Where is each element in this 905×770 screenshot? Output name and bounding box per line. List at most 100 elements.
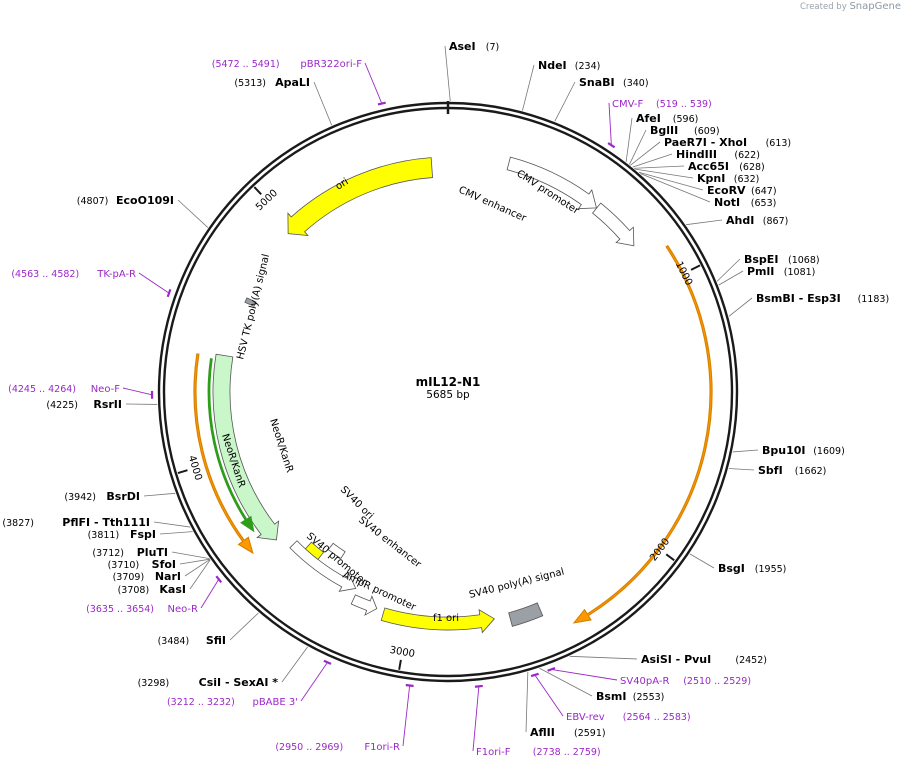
site-leader: [728, 468, 755, 471]
primer-leader: [608, 102, 612, 146]
site-leader: [625, 117, 633, 162]
primer-range: (2950 .. 2969): [275, 742, 343, 753]
site-leader: [184, 559, 211, 577]
primer-leader: [551, 668, 618, 681]
site-position: (1662): [795, 466, 827, 477]
site-position: (1068): [788, 255, 820, 266]
site-name: PmlI: [747, 265, 774, 278]
feature-cmv-enhancer: [506, 156, 597, 210]
primer-tk-pa-r: TK-pA-R(4563 .. 4582): [11, 269, 172, 298]
primer-neo-f: Neo-F (4245 .. 4264): [8, 384, 154, 399]
site-fspi: FspI(3811): [88, 528, 193, 541]
site-position: (2591): [574, 728, 606, 739]
site-asisi-pvui: AsiSI - PvuI(2452): [569, 653, 767, 666]
site-leader: [718, 270, 744, 286]
site-sfoi: SfoI(3710): [108, 558, 210, 571]
site-position: (3709): [113, 572, 145, 583]
site-leader: [281, 646, 308, 683]
primer-pbabe-3: pBABE 3' (3212 .. 3232): [167, 659, 332, 708]
primer-name: SV40pA-R: [620, 676, 669, 687]
primer-name: pBABE 3': [252, 697, 298, 708]
site-position: (3827): [2, 518, 34, 529]
site-leader: [554, 81, 576, 122]
site-leader: [171, 551, 210, 560]
primer-mark: [166, 289, 172, 298]
primer-leader: [472, 686, 480, 752]
primer-range: (3635 .. 3654): [86, 604, 154, 615]
primer-mark: [607, 142, 616, 149]
site-name: BspEI: [744, 253, 778, 266]
site-leader: [189, 559, 211, 590]
site-position: (7): [486, 42, 499, 53]
site-name: CsiI - SexAI *: [199, 676, 279, 689]
plasmid-size: 5685 bp: [426, 389, 470, 401]
site-position: (340): [623, 78, 649, 89]
credit-brand: SnapGene: [849, 1, 901, 12]
feature-neor-inner-marker: [207, 358, 255, 533]
site-position: (5313): [234, 78, 266, 89]
site-ndei: NdeI(234): [522, 59, 600, 111]
site-name: PluTI: [137, 546, 168, 559]
primer-name: Neo-F: [91, 384, 121, 395]
primer-name: TK-pA-R: [96, 269, 136, 280]
primer-f1ori-r: F1ori-R(2950 .. 2969): [275, 683, 414, 753]
site-name: Acc65I: [688, 160, 729, 173]
plasmid-name: mIL12-N1: [416, 375, 481, 389]
site-name: SfiI: [206, 634, 226, 647]
site-name: BsgI: [718, 562, 745, 575]
site-noti: NotI(653): [640, 173, 776, 209]
site-name: KasI: [159, 583, 186, 596]
site-name: SbfI: [758, 464, 783, 477]
primer-range: (3212 .. 3232): [167, 697, 235, 708]
label-sv40-ori: SV40 ori: [338, 484, 376, 522]
site-position: (1183): [858, 294, 890, 305]
site-bglii: BglII(609): [629, 124, 720, 165]
site-leader: [153, 521, 191, 528]
site-position: (4807): [77, 196, 109, 207]
primer-range: (519 .. 539): [656, 99, 712, 110]
site-name: PflFI - Tth111I: [62, 516, 150, 529]
site-name: HindIII: [676, 148, 717, 161]
feature-mil12-insert: [572, 244, 713, 624]
site-leader: [632, 153, 673, 168]
site-position: (2452): [735, 655, 767, 666]
site-name: AhdI: [726, 214, 754, 227]
primer-name: CMV-F: [612, 99, 643, 110]
site-kasi: KasI (3708): [118, 559, 211, 596]
site-position: (3708): [118, 585, 150, 596]
site-leader: [229, 612, 259, 641]
site-leader: [444, 45, 451, 102]
sites-layer: AseI(7)NdeI(234)SnaBI(340)AfeI(596)BglII…: [2, 40, 889, 739]
feature-hsv-tk-poly-a-signal: [244, 297, 257, 307]
primer-leader: [364, 62, 383, 104]
site-ecoo109i: EcoO109I(4807): [77, 194, 209, 228]
site-name: EcoRV: [707, 184, 746, 197]
site-position: (632): [734, 174, 760, 185]
site-kpni: KpnI(632): [635, 168, 760, 185]
site-snabi: SnaBI(340): [554, 76, 649, 122]
site-bsmi: BsmI(2553): [539, 667, 664, 703]
primer-range: (2564 .. 2583): [623, 712, 691, 723]
primer-cmv-f: CMV-F (519 .. 539): [607, 99, 712, 149]
site-name: BsmBI - Esp3I: [756, 292, 841, 305]
site-position: (4225): [46, 400, 78, 411]
primer-range: (4245 .. 4264): [8, 384, 76, 395]
site-leader: [635, 168, 694, 179]
site-position: (609): [694, 126, 720, 137]
site-leader: [716, 258, 741, 282]
site-position: (1081): [784, 267, 816, 278]
feature-sv40-ori: [304, 541, 325, 560]
site-leader: [630, 141, 661, 166]
site-name: NdeI: [538, 59, 567, 72]
site-bspei: BspEI (1068): [716, 253, 820, 282]
site-name: RsrII: [93, 398, 122, 411]
site-name: AflII: [530, 726, 555, 739]
primer-f1ori-f: F1ori-F(2738 .. 2759): [472, 684, 601, 758]
site-position: (3942): [64, 492, 96, 503]
site-bsrdi: BsrDI(3942): [64, 490, 176, 503]
site-position: (3710): [108, 560, 140, 571]
site-name: NarI: [155, 570, 181, 583]
site-leader: [634, 165, 685, 169]
tick-mark-2000: [665, 553, 675, 562]
